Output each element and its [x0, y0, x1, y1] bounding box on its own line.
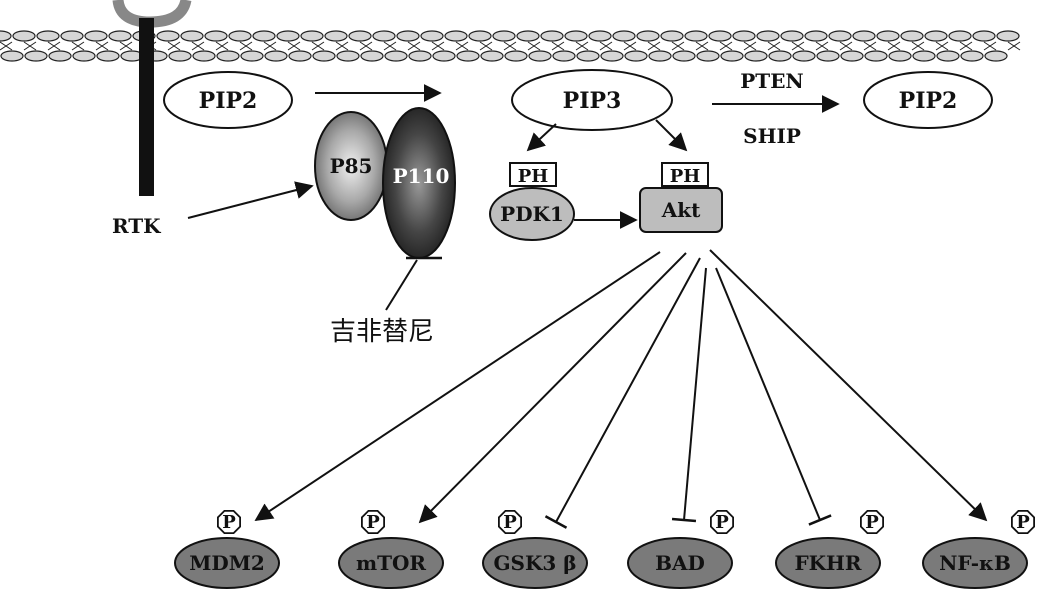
target-label-2: mTOR — [356, 551, 426, 575]
p110-subunit: P110 — [382, 107, 456, 259]
pip3-to-akt-arrow — [655, 119, 688, 152]
akt-edge-3 — [555, 257, 701, 523]
pten-label: PTEN — [740, 69, 803, 93]
target-label-5: FKHR — [794, 551, 861, 575]
phospho-marker-6 — [1011, 509, 1035, 534]
p110-label: P110 — [393, 164, 450, 188]
pdk1-ph-label: PH — [518, 166, 549, 187]
phospho-label-4: P — [715, 512, 729, 533]
akt-edge-2 — [418, 252, 687, 524]
target-node-1 — [174, 537, 280, 589]
target-node-6 — [922, 537, 1028, 589]
target-node-3 — [482, 537, 588, 589]
akt-ph-box — [661, 162, 709, 187]
pip3-to-pdk1-arrow — [526, 123, 557, 152]
rtk-receptor: RTK — [112, 0, 192, 238]
akt-label: Akt — [661, 198, 701, 222]
phospho-label-3: P — [503, 512, 517, 533]
receptor-stalk — [139, 18, 154, 196]
akt-edge-1 — [254, 251, 661, 521]
rtk-label: RTK — [112, 214, 161, 238]
phospho-marker-4 — [710, 509, 734, 534]
pdk1: PH PDK1 — [489, 162, 575, 241]
phospho-label-2: P — [366, 512, 380, 533]
target-node-4 — [627, 537, 733, 589]
phospho-label-6: P — [1016, 512, 1030, 533]
target-label-3: GSK3 β — [493, 551, 576, 575]
inhibit-bar-5 — [808, 514, 832, 526]
phospho-label-1: P — [222, 512, 236, 533]
target-node-2 — [338, 537, 444, 589]
target-node-5 — [775, 537, 881, 589]
p85-subunit: P85 — [314, 111, 388, 221]
phospho-marker-2 — [360, 509, 386, 534]
rtk-to-p85-arrow — [187, 181, 314, 219]
p85-label: P85 — [330, 154, 373, 178]
pdk1-ph-box — [509, 162, 557, 187]
cell-membrane — [0, 30, 1021, 62]
ship-label: SHIP — [743, 124, 801, 148]
akt-box — [639, 187, 723, 233]
akt-target-edges — [254, 249, 988, 529]
inhibit-bar-4 — [671, 517, 697, 523]
inhibitor-label: 吉非替尼 — [330, 317, 434, 347]
akt: PH Akt — [639, 162, 723, 233]
pip3: PIP3 — [511, 69, 673, 131]
phospho-marker-5 — [860, 509, 884, 534]
phospho-label-5: P — [865, 512, 879, 533]
phospho-marker-3 — [497, 509, 522, 534]
akt-ph-label: PH — [670, 166, 701, 187]
target-label-6: NF-κB — [939, 551, 1011, 575]
target-label-1: MDM2 — [189, 551, 265, 575]
inhibitor-line — [385, 259, 418, 311]
phospho-marker-1 — [216, 509, 242, 534]
pip3-label: PIP3 — [563, 88, 622, 114]
pdk1-label: PDK1 — [500, 202, 564, 226]
pip2-right: PIP2 — [863, 71, 993, 129]
akt-edge-5 — [715, 267, 821, 521]
target-label-4: BAD — [655, 551, 705, 575]
inhibit-bar-3 — [544, 515, 568, 529]
pip2-left-label: PIP2 — [199, 88, 258, 114]
pip2-left: PIP2 — [163, 71, 293, 129]
akt-edge-4 — [683, 267, 707, 521]
pip2-right-label: PIP2 — [899, 88, 958, 114]
akt-edge-6 — [709, 249, 988, 522]
